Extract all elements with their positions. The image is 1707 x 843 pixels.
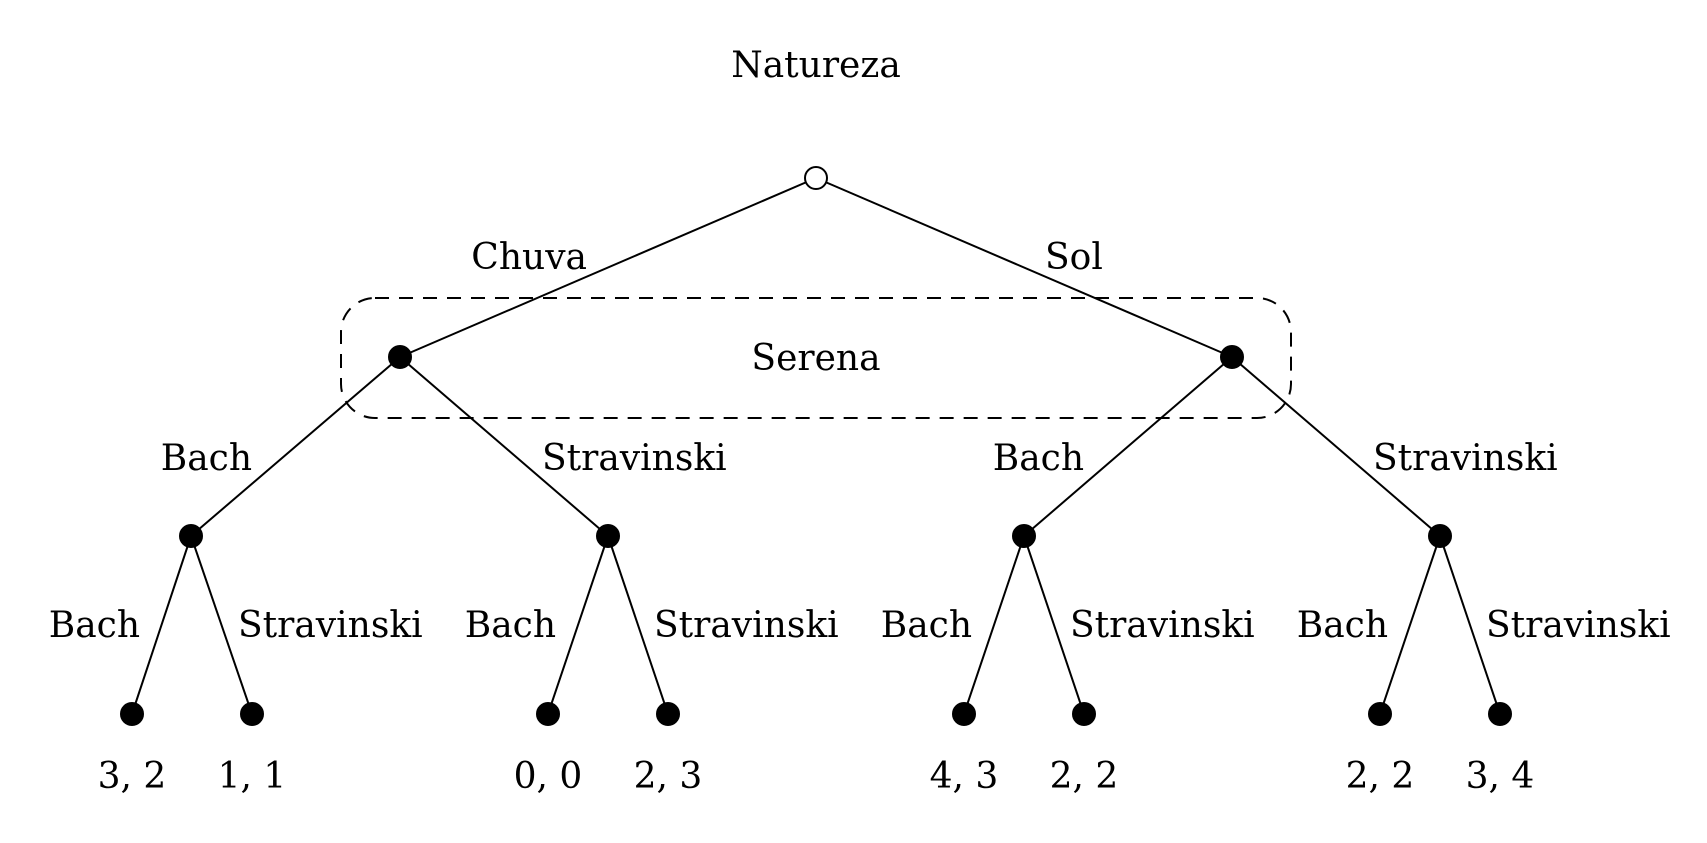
edge-leaf-6 (1023, 535, 1085, 715)
decision-node (1012, 524, 1036, 548)
root-node (804, 166, 828, 190)
move-label-bach: Bach (465, 605, 556, 646)
move-label-stravinski: Stravinski (1070, 605, 1255, 646)
move-label-stravinski: Stravinski (238, 605, 423, 646)
edge-leaf-2 (190, 535, 253, 715)
edge-leaf-8 (1439, 535, 1501, 715)
move-label-bach: Bach (993, 438, 1084, 479)
edge-leaf-7 (1379, 535, 1441, 715)
move-label-bach: Bach (161, 438, 252, 479)
move-label-sol: Sol (1045, 237, 1103, 278)
edge-leaf-5 (963, 535, 1025, 715)
payoff-label: 0, 0 (514, 756, 583, 797)
payoff-label: 2, 2 (1050, 756, 1119, 797)
move-label-bach: Bach (1297, 605, 1388, 646)
terminal-node (1368, 702, 1392, 726)
payoff-label: 3, 2 (98, 756, 167, 797)
edge-chuva (399, 177, 817, 358)
move-label-stravinski: Stravinski (654, 605, 839, 646)
edge-sol (815, 177, 1233, 358)
payoff-label: 2, 2 (1346, 756, 1415, 797)
payoff-label: 3, 4 (1466, 756, 1535, 797)
move-label-chuva: Chuva (471, 237, 587, 278)
move-label-bach: Bach (49, 605, 140, 646)
terminal-node (536, 702, 560, 726)
edge-leaf-3 (547, 535, 609, 715)
decision-node (179, 524, 203, 548)
payoff-label: 4, 3 (930, 756, 999, 797)
information-set-box (340, 297, 1292, 419)
move-label-stravinski: Stravinski (542, 438, 727, 479)
terminal-node (952, 702, 976, 726)
terminal-node (120, 702, 144, 726)
edge-chuva-stravinski (399, 356, 609, 537)
serena-node-chuva (388, 345, 412, 369)
move-label-stravinski: Stravinski (1373, 438, 1558, 479)
edge-leaf-1 (131, 535, 192, 715)
edge-sol-bach (1023, 356, 1233, 537)
terminal-node (1072, 702, 1096, 726)
move-label-bach: Bach (881, 605, 972, 646)
terminal-node (656, 702, 680, 726)
move-label-stravinski: Stravinski (1486, 605, 1671, 646)
root-label: Natureza (731, 45, 901, 86)
decision-node (596, 524, 620, 548)
terminal-node (1488, 702, 1512, 726)
edge-sol-stravinski (1231, 356, 1441, 537)
serena-node-sol (1220, 345, 1244, 369)
edge-leaf-4 (607, 535, 669, 715)
payoff-label: 1, 1 (218, 756, 287, 797)
terminal-node (240, 702, 264, 726)
decision-node (1428, 524, 1452, 548)
information-set-label: Serena (751, 338, 880, 379)
payoff-label: 2, 3 (634, 756, 703, 797)
edge-chuva-bach (190, 356, 401, 537)
